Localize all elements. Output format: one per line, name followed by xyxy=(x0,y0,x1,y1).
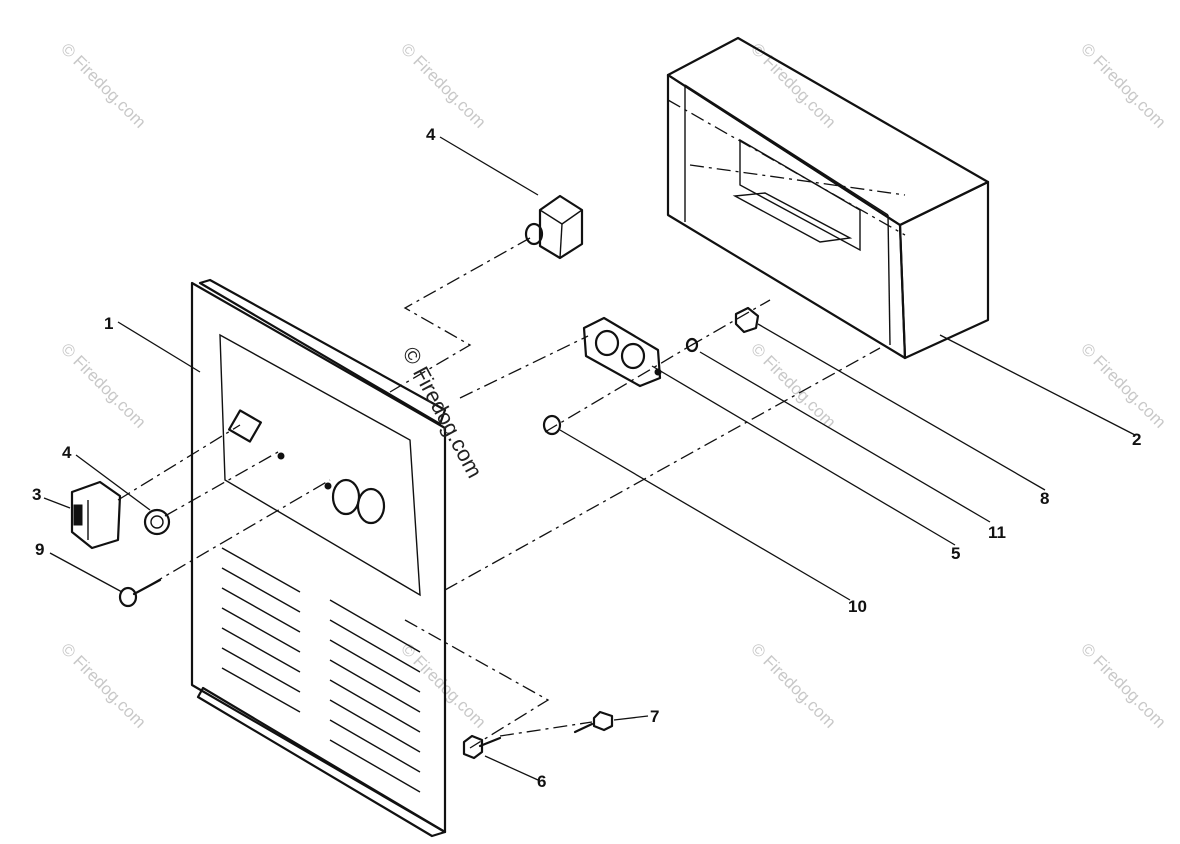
callout-2: 2 xyxy=(1132,430,1141,449)
callout-11: 11 xyxy=(988,523,1006,542)
receptacle xyxy=(582,316,662,388)
watermark: © Firedog.com xyxy=(57,39,149,131)
watermark: © Firedog.com xyxy=(747,639,839,731)
callout-7: 7 xyxy=(650,707,659,726)
watermark: © Firedog.com xyxy=(1077,639,1169,731)
callout-4-lower: 4 xyxy=(62,443,72,462)
callout-4-top: 4 xyxy=(426,125,436,144)
callout-labels: 1 2 3 4 4 5 6 7 8 9 10 11 xyxy=(32,125,1141,791)
watermark: © Firedog.com xyxy=(57,339,149,431)
grommet-lower xyxy=(143,508,171,536)
watermark: © Firedog.com xyxy=(747,39,839,131)
watermark: © Firedog.com xyxy=(397,39,489,131)
callout-3: 3 xyxy=(32,485,41,504)
breaker-switch-top xyxy=(524,194,584,260)
rocker-switch xyxy=(70,480,122,550)
washer-part-10 xyxy=(542,414,562,436)
screw-part-9 xyxy=(118,578,162,608)
watermark: © Firedog.com xyxy=(747,339,839,431)
leader-lines xyxy=(43,136,1136,781)
watermark: © Firedog.com xyxy=(57,639,149,731)
bolt-part-6 xyxy=(462,734,502,760)
vent-slots-left xyxy=(221,547,301,713)
callout-10: 10 xyxy=(848,597,867,616)
assembly-lines xyxy=(117,237,881,749)
watermark: © Firedog.com xyxy=(1077,39,1169,131)
callout-1: 1 xyxy=(104,314,113,333)
callout-9: 9 xyxy=(35,540,44,559)
callout-5: 5 xyxy=(951,544,960,563)
callout-8: 8 xyxy=(1040,489,1049,508)
washer-part-11 xyxy=(685,337,699,353)
enclosure-box xyxy=(666,36,990,360)
bolt-part-7 xyxy=(573,710,614,734)
watermark: © Firedog.com xyxy=(397,639,489,731)
vent-slots-right xyxy=(329,599,421,793)
callout-6: 6 xyxy=(537,772,546,791)
front-panel xyxy=(190,278,447,838)
watermark: © Firedog.com xyxy=(1077,339,1169,431)
watermark-layer: © Firedog.com © Firedog.com © Firedog.co… xyxy=(57,39,1169,731)
nut-part-8 xyxy=(734,306,760,334)
